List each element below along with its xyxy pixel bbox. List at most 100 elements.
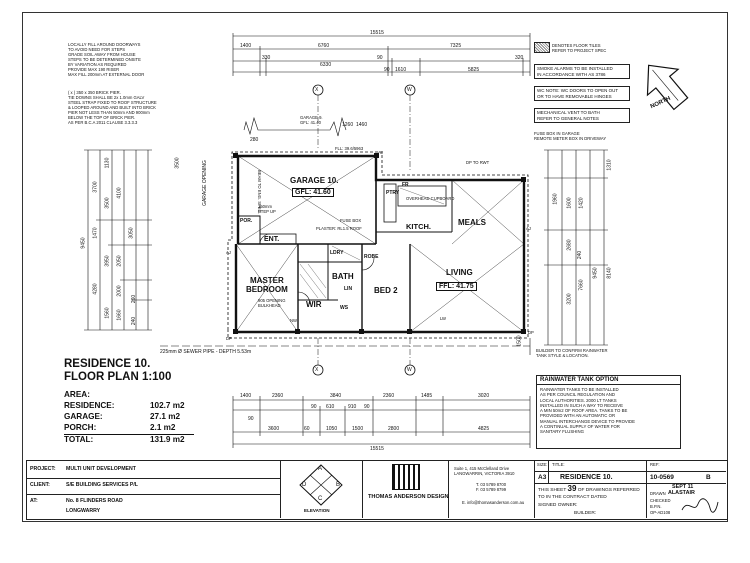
at-label: AT: xyxy=(30,498,38,504)
dim-garage: 1460 xyxy=(356,122,368,128)
dim-left: 3050 xyxy=(128,227,135,239)
kitchen-label: KITCH. xyxy=(406,222,431,231)
elev-letter: D xyxy=(302,482,307,488)
area-garage-label: GARAGE: xyxy=(64,412,103,421)
dim-right-total: 9450 xyxy=(592,267,599,279)
dim-top: 1610 xyxy=(395,67,407,73)
dim-left: 1560 xyxy=(104,307,111,319)
dim-bottom: 90 xyxy=(311,404,317,410)
dim-bottom: 60 xyxy=(304,426,310,432)
area-total-rule xyxy=(64,434,194,435)
area-total-value: 131.9 m2 xyxy=(150,435,185,444)
size-value: A3 xyxy=(538,474,547,481)
dim-left: 2000 xyxy=(116,285,123,297)
dim-left: 4280 xyxy=(92,283,99,295)
title-block xyxy=(26,460,728,520)
contract-text: TO IN THE CONTRACT DATED xyxy=(538,495,607,500)
dim-bottom: 1050 xyxy=(326,426,338,432)
living-label: LIVING xyxy=(446,268,473,277)
bed2-label: BED 2 xyxy=(374,286,398,295)
plaster-note: PLASTER: RL1.5 ROOF xyxy=(316,226,362,231)
dim-left: 1130 xyxy=(104,157,111,169)
aj-label: AJ xyxy=(526,226,531,231)
area-porch-value: 2.1 m2 xyxy=(150,423,176,432)
dim-left: 3950 xyxy=(104,255,111,267)
date-value: SEPT 11 xyxy=(672,484,694,490)
dim-left: 240 xyxy=(131,316,138,326)
ws-label: WS xyxy=(340,305,349,311)
dim-garage: 1260 xyxy=(342,122,354,128)
overhead-note: OVERHEAD CUPBOARD xyxy=(406,196,455,201)
elev-letter: A xyxy=(318,466,323,472)
dim-top: 330 xyxy=(262,55,271,61)
dim-top: 320 xyxy=(515,55,524,61)
garage-label: GARAGE 10. xyxy=(290,176,339,185)
size-label: SIZE: xyxy=(537,462,548,467)
dim-bottom: 1485 xyxy=(421,393,433,399)
pantry-label: PTRY xyxy=(386,190,400,196)
dim-bottom: 90 xyxy=(364,404,370,410)
title-value: RESIDENCE 10. xyxy=(560,474,613,481)
dim-bottom: 3020 xyxy=(478,393,490,399)
dim-bottom: 3840 xyxy=(330,393,342,399)
drawn-value: ALASTAIR xyxy=(668,490,695,496)
fridge-label: FR xyxy=(402,182,409,188)
grid-label: W xyxy=(407,87,412,93)
nw-label: NW xyxy=(290,318,297,323)
elev-letter: B xyxy=(336,482,341,488)
gfl-level: GFL: 41.60 xyxy=(292,188,334,197)
garage-opening-label: GARAGE OPENING xyxy=(201,160,208,206)
drawn-label: DRAWN xyxy=(650,491,666,496)
elevation-key-icon xyxy=(299,464,343,506)
neighbour-garage: GARAGE 9.GFL: 41.40 xyxy=(300,115,323,125)
dim-bottom-total: 15515 xyxy=(370,446,384,452)
grid-label: X xyxy=(315,367,319,373)
dim-right: 1500 xyxy=(516,335,523,347)
lw-label: LW xyxy=(440,316,446,321)
area-heading: AREA: xyxy=(64,390,90,399)
dim-top: 6330 xyxy=(320,62,332,68)
job-number: OP-AD108 xyxy=(650,510,671,515)
dim-left: 3500 xyxy=(174,157,181,169)
dim-right: 1420 xyxy=(578,197,585,209)
dim-top: 5825 xyxy=(468,67,480,73)
rainwater-tank-note: RAINWATER TANK OPTION RAINWATER TANKS TO… xyxy=(536,375,681,449)
dp-label: DP xyxy=(226,336,232,341)
dim-right: 1600 xyxy=(566,197,573,209)
elevation-label: ELEVATION xyxy=(304,508,330,513)
signature-mark xyxy=(681,498,719,513)
residence-title: RESIDENCE 10.FLOOR PLAN 1:100 xyxy=(64,358,172,383)
entry-label: ENT. xyxy=(264,236,280,243)
dim-bottom: 2360 xyxy=(272,393,284,399)
dim-bottom: 2800 xyxy=(388,426,400,432)
fuse-box-label: FUSE BOX xyxy=(340,218,362,223)
dim-bottom: 90 xyxy=(248,416,254,422)
dim-left: 3500 xyxy=(104,197,111,209)
signed-owner: SIGNED OWNER: xyxy=(538,503,578,508)
elev-letter: C xyxy=(318,496,323,502)
beam-note: BEAM TO ENG. SPEC. xyxy=(257,170,262,214)
dim-top: 90 xyxy=(384,67,390,73)
dim-right: 3200 xyxy=(566,293,573,305)
aj-label: AJ xyxy=(378,150,383,155)
drawing-sheet xyxy=(22,12,728,522)
ref-value: 10-0569 xyxy=(650,474,674,481)
dim-bottom: 1500 xyxy=(352,426,364,432)
dim-top: 6760 xyxy=(318,43,330,49)
company-email: E. info@thomasanderson.com.au xyxy=(462,500,525,505)
area-residence-value: 102.7 m2 xyxy=(150,401,185,410)
builder-sign: BUILDER: xyxy=(574,511,597,516)
grid-label: X xyxy=(315,87,319,93)
dim-right: 2680 xyxy=(566,239,573,251)
dim-bottom: 4825 xyxy=(478,426,490,432)
ldry-label: LDRY xyxy=(330,250,344,256)
at-value: No. 8 FLINDERS ROAD xyxy=(66,498,123,504)
